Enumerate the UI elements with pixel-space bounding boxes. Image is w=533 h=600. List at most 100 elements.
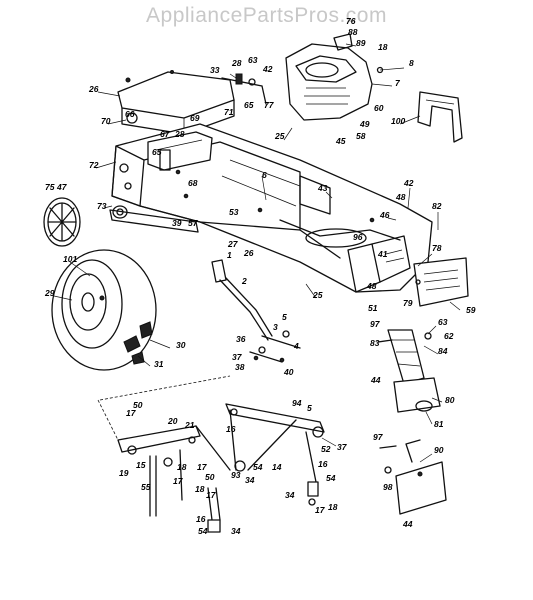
console-panel [126, 112, 213, 171]
part-label-17b: 17 [197, 462, 208, 472]
part-label-28a: 28 [231, 58, 242, 68]
part-label-76: 76 [346, 16, 356, 26]
part-label-50a: 50 [133, 400, 143, 410]
part-label-36: 36 [236, 334, 246, 344]
part-label-79: 79 [403, 298, 413, 308]
part-label-17d: 17 [206, 490, 217, 500]
part-label-97a: 97 [370, 319, 381, 329]
engine-assembly [285, 33, 405, 121]
hubcap [43, 197, 81, 247]
part-label-80: 80 [445, 395, 455, 405]
throttle-linkage [221, 73, 267, 105]
part-label-17e: 17 [315, 505, 326, 515]
part-label-41: 41 [377, 249, 388, 259]
part-label-18c: 18 [328, 502, 338, 512]
main-frame [111, 123, 433, 293]
part-label-14: 14 [272, 462, 282, 472]
part-label-46: 46 [379, 210, 390, 220]
part-label-42b: 42 [403, 178, 414, 188]
part-label-96: 96 [353, 232, 363, 242]
part-label-89: 89 [356, 38, 366, 48]
part-label-34c: 34 [231, 526, 241, 536]
part-label-44a: 44 [370, 375, 381, 385]
part-label-98: 98 [383, 482, 393, 492]
part-label-97b: 97 [373, 432, 384, 442]
part-label-48a: 48 [395, 192, 406, 202]
part-label-25a: 25 [274, 131, 285, 141]
part-label-88: 88 [348, 27, 358, 37]
part-label-16a: 16 [226, 424, 236, 434]
part-label-7: 7 [395, 78, 401, 88]
part-label-5b: 5 [307, 403, 312, 413]
part-label-78: 78 [432, 243, 442, 253]
part-label-100: 100 [391, 116, 405, 126]
part-label-73: 73 [97, 201, 107, 211]
part-label-54c: 54 [198, 526, 208, 536]
part-label-2: 2 [241, 276, 247, 286]
part-label-26a: 26 [88, 84, 99, 94]
lower-linkage [97, 375, 231, 533]
part-label-28b: 28 [174, 129, 185, 139]
part-label-40: 40 [283, 367, 294, 377]
part-label-4: 4 [293, 341, 299, 351]
part-label-66: 66 [125, 109, 135, 119]
part-label-55: 55 [141, 482, 151, 492]
part-label-29: 29 [44, 288, 55, 298]
muffler-lower [379, 439, 447, 515]
part-label-49: 49 [359, 119, 370, 129]
part-label-31: 31 [154, 359, 164, 369]
part-label-44b: 44 [402, 519, 413, 529]
part-label-18: 18 [378, 42, 388, 52]
part-label-30: 30 [176, 340, 186, 350]
part-label-94: 94 [292, 398, 302, 408]
part-label-39: 39 [172, 218, 182, 228]
dash-panel [117, 70, 235, 135]
part-label-15: 15 [136, 460, 146, 470]
part-label-48b: 48 [366, 281, 377, 291]
front-axle [109, 205, 199, 233]
part-label-50b: 50 [205, 472, 215, 482]
part-label-43: 43 [317, 183, 328, 193]
part-label-3: 3 [273, 322, 278, 332]
part-label-83: 83 [370, 338, 380, 348]
part-label-69: 69 [190, 113, 200, 123]
part-label-59: 59 [466, 305, 476, 315]
part-label-8: 8 [409, 58, 414, 68]
part-label-58: 58 [356, 131, 366, 141]
part-label-63a: 63 [248, 55, 258, 65]
part-label-18b: 18 [195, 484, 205, 494]
bracket-part [417, 91, 463, 143]
rear-tire [51, 249, 157, 371]
part-label-77: 77 [264, 100, 275, 110]
part-label-51: 51 [368, 303, 378, 313]
part-label-71: 71 [224, 107, 234, 117]
part-label-21: 21 [184, 420, 195, 430]
leader-lines [53, 43, 461, 463]
part-label-45: 45 [335, 136, 346, 146]
part-label-47: 47 [56, 182, 68, 192]
part-label-54a: 54 [253, 462, 263, 472]
part-label-27: 27 [227, 239, 239, 249]
part-label-26b: 26 [243, 248, 254, 258]
part-label-16c: 16 [196, 514, 206, 524]
part-label-57: 57 [188, 218, 199, 228]
part-label-42a: 42 [262, 64, 273, 74]
part-label-53: 53 [229, 207, 239, 217]
part-label-6: 6 [262, 170, 267, 180]
heat-shield [413, 257, 469, 307]
part-label-60: 60 [374, 103, 384, 113]
site-watermark: AppliancePartsPros.com [146, 4, 387, 27]
part-label-5a: 5 [282, 312, 287, 322]
part-label-34b: 34 [285, 490, 295, 500]
part-label-16b: 16 [318, 459, 328, 469]
part-label-65b: 65 [152, 147, 162, 157]
part-label-65a: 65 [244, 100, 254, 110]
lift-lever [225, 403, 337, 506]
part-label-33: 33 [210, 65, 220, 75]
part-label-18a: 18 [177, 462, 187, 472]
part-label-81: 81 [434, 419, 444, 429]
steering-shaft [211, 259, 301, 363]
part-label-1: 1 [227, 250, 232, 260]
part-label-93: 93 [231, 470, 241, 480]
